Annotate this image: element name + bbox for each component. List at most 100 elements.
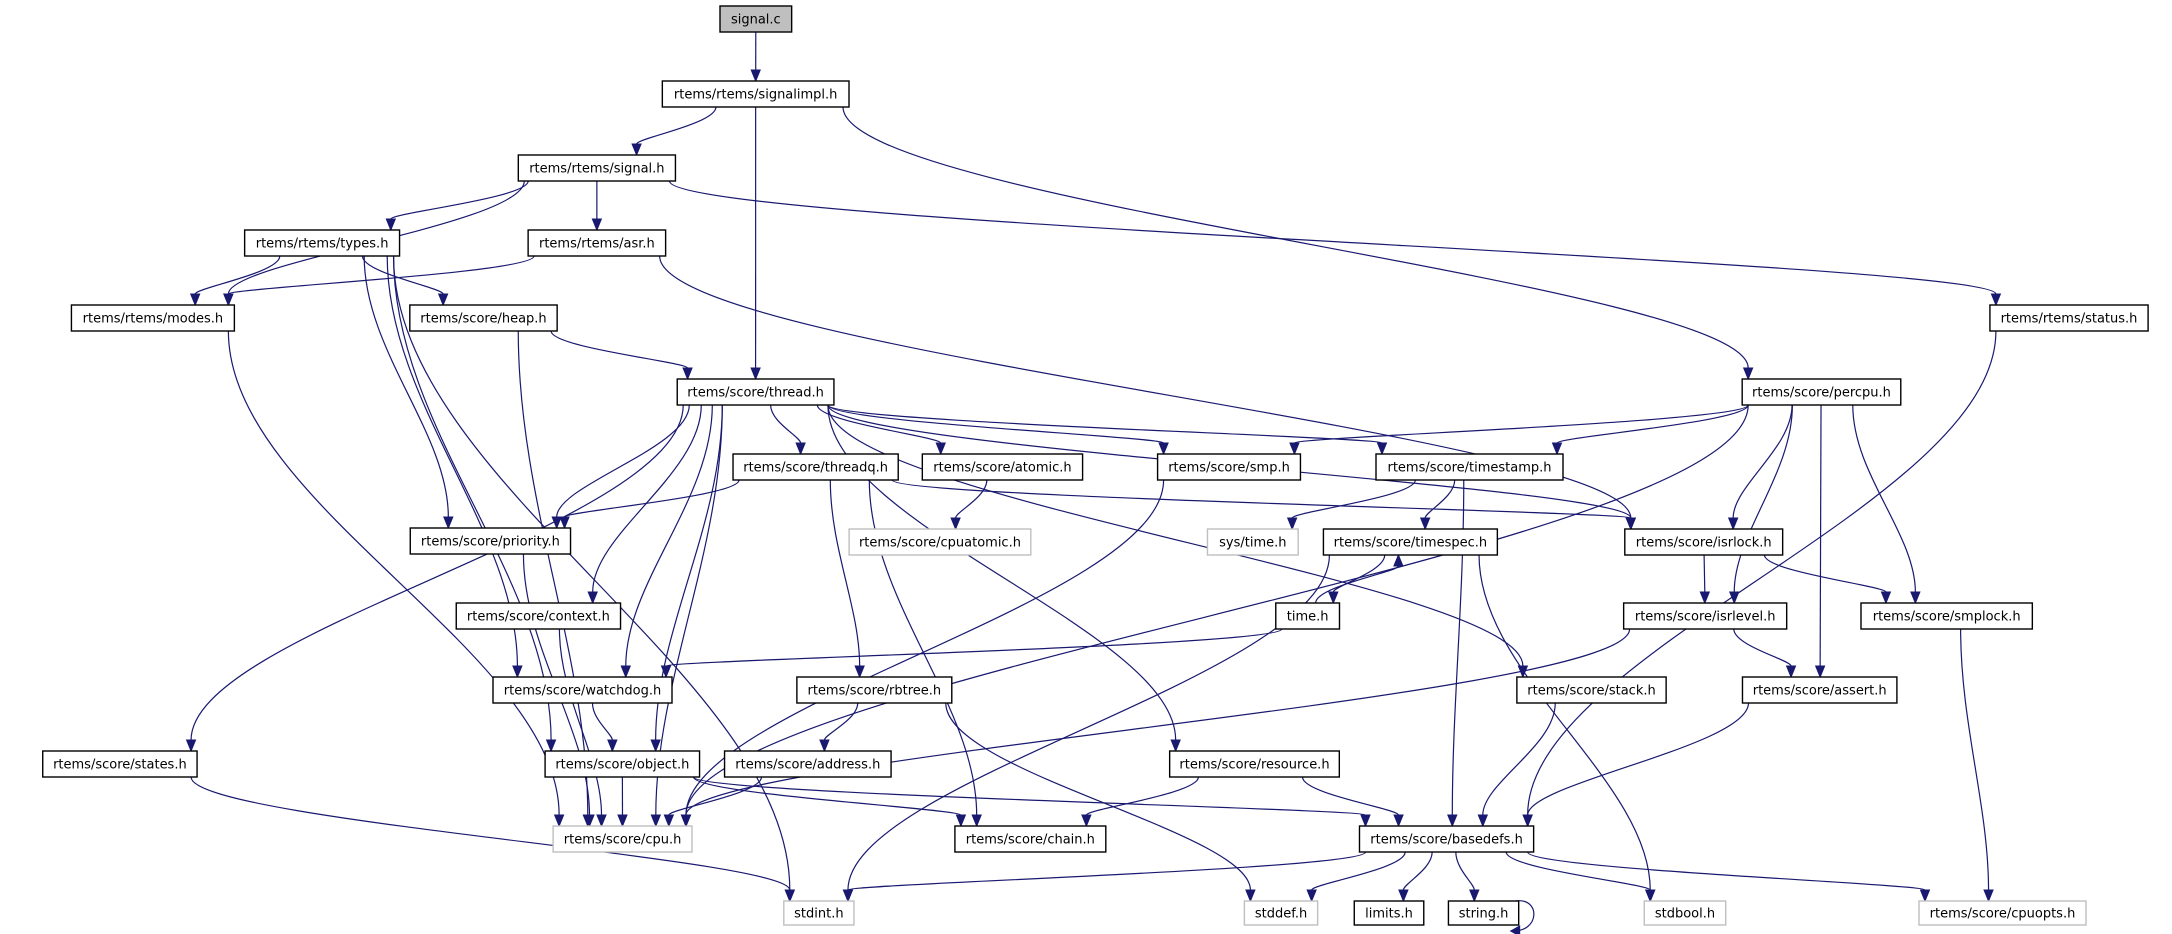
node-smp[interactable]: rtems/score/smp.h	[1156, 453, 1302, 481]
edge-basedefs-to-stdbool	[1505, 851, 1656, 903]
node-label: rtems/score/assert.h	[1753, 684, 1887, 699]
node-smplock[interactable]: rtems/score/smplock.h	[1860, 602, 2034, 630]
edge-object-to-chain	[692, 776, 967, 828]
node-resource[interactable]: rtems/score/resource.h	[1168, 750, 1341, 778]
edge-line	[1556, 404, 1749, 444]
node-label: string.h	[1459, 907, 1509, 922]
node-box	[70, 304, 236, 332]
node-basedefs[interactable]: rtems/score/basedefs.h	[1358, 825, 1535, 853]
node-rbtree[interactable]: rtems/score/rbtree.h	[796, 676, 953, 704]
node-asr[interactable]: rtems/rtems/asr.h	[527, 229, 667, 257]
node-string[interactable]: string.h	[1447, 900, 1520, 926]
node-signal-h[interactable]: rtems/rtems/signal.h	[517, 154, 677, 182]
node-priority[interactable]: rtems/score/priority.h	[409, 527, 572, 555]
edge-thread-to-atomic	[816, 404, 946, 456]
node-label: stddef.h	[1255, 907, 1307, 922]
edge-types-to-modes	[189, 255, 281, 307]
edge-timespec-to-time_h	[1328, 554, 1386, 605]
node-box	[719, 5, 793, 33]
arrowhead	[1910, 591, 1921, 605]
edge-line	[954, 479, 988, 519]
edge-resource-to-basedefs	[1301, 776, 1404, 828]
node-percpu[interactable]: rtems/score/percpu.h	[1741, 378, 1902, 406]
arrowhead	[1814, 665, 1826, 679]
arrowhead	[189, 293, 201, 307]
node-box	[723, 750, 892, 778]
node-context[interactable]: rtems/score/context.h	[455, 602, 622, 630]
node-signalimpl[interactable]: rtems/rtems/signalimpl.h	[661, 80, 850, 108]
node-label: rtems/rtems/signalimpl.h	[674, 88, 837, 103]
edge-line	[591, 702, 613, 741]
edge-percpu-to-assert	[1814, 404, 1826, 679]
node-heap[interactable]: rtems/score/heap.h	[409, 304, 558, 332]
node-signal-c[interactable]: signal.c	[719, 5, 793, 33]
edge-basedefs-to-limits	[1398, 851, 1433, 903]
node-watchdog[interactable]: rtems/score/watchdog.h	[492, 676, 673, 704]
node-assert[interactable]: rtems/score/assert.h	[1741, 676, 1898, 704]
node-label: rtems/score/context.h	[467, 610, 610, 625]
nodes-layer: signal.c rtems/rtems/signalimpl.h rtems/rt…	[42, 5, 2149, 926]
node-box	[1447, 900, 1520, 926]
node-box	[527, 229, 667, 257]
arrowhead	[1983, 889, 1994, 903]
node-address[interactable]: rtems/score/address.h	[723, 750, 892, 778]
edge-signalimpl-to-thread	[750, 106, 761, 381]
node-threadq[interactable]: rtems/score/threadq.h	[732, 453, 899, 481]
arrowhead	[584, 814, 595, 828]
edge-watchdog-to-object	[591, 702, 618, 753]
node-isrlock[interactable]: rtems/score/isrlock.h	[1624, 528, 1784, 556]
node-isrlevel[interactable]: rtems/score/isrlevel.h	[1622, 602, 1788, 630]
arrowhead	[784, 889, 796, 903]
edge-isrlock-to-isrlevel	[1699, 554, 1711, 605]
node-thread[interactable]: rtems/score/thread.h	[676, 378, 835, 406]
edge-line	[1332, 554, 1386, 593]
edge-types-to-priority	[363, 255, 454, 530]
node-states[interactable]: rtems/score/states.h	[42, 750, 198, 778]
node-timestamp[interactable]: rtems/score/timestamp.h	[1375, 453, 1564, 481]
edge-basedefs-to-stdint	[842, 851, 1367, 903]
node-cpu: rtems/score/cpu.h	[552, 825, 693, 853]
edge-line	[829, 479, 861, 667]
node-object[interactable]: rtems/score/object.h	[544, 750, 701, 778]
arrowhead	[631, 143, 642, 157]
arrowhead	[795, 442, 806, 456]
arrowhead	[660, 665, 672, 679]
node-box	[1989, 304, 2149, 332]
edge-line	[1527, 702, 1750, 816]
node-limits[interactable]: limits.h	[1353, 900, 1425, 926]
edge-isrlevel-to-assert	[1733, 628, 1797, 679]
node-timespec[interactable]: rtems/score/timespec.h	[1322, 528, 1499, 556]
edge-thread-to-states	[185, 404, 684, 753]
arrowhead	[596, 814, 607, 828]
node-stack[interactable]: rtems/score/stack.h	[1516, 676, 1667, 704]
node-box	[676, 378, 835, 406]
node-chain[interactable]: rtems/score/chain.h	[954, 825, 1107, 853]
arrowhead	[185, 739, 197, 753]
edge-signalimpl-to-signal_h	[631, 106, 717, 157]
arrowhead	[1625, 517, 1637, 531]
edge-threadq-to-isrlock	[891, 479, 1637, 531]
edge-rbtree-to-stddef	[945, 702, 1256, 903]
node-box	[1375, 453, 1564, 481]
edge-signal_c-to-signalimpl	[750, 31, 761, 83]
arrowhead	[650, 739, 661, 753]
edge-object-to-cpu	[617, 776, 628, 828]
node-time-h[interactable]: time.h	[1275, 602, 1341, 630]
node-status[interactable]: rtems/rtems/status.h	[1989, 304, 2149, 332]
node-modes[interactable]: rtems/rtems/modes.h	[70, 304, 236, 332]
arrowhead	[750, 367, 761, 381]
node-box	[661, 80, 850, 108]
node-box	[552, 825, 693, 853]
arrowhead	[1880, 591, 1892, 605]
edge-line	[390, 180, 529, 220]
edge-isrlevel-to-cpu	[680, 628, 1631, 828]
edge-threadq-to-priority	[559, 479, 740, 530]
arrowhead	[617, 814, 628, 828]
node-atomic[interactable]: rtems/score/atomic.h	[921, 453, 1084, 481]
node-types[interactable]: rtems/rtems/types.h	[243, 229, 401, 257]
edge-line	[1527, 330, 1997, 816]
edge-threadq-to-rbtree	[829, 479, 865, 679]
arrowhead	[1447, 814, 1458, 828]
arrowhead	[1286, 517, 1298, 531]
node-box	[1353, 900, 1425, 926]
